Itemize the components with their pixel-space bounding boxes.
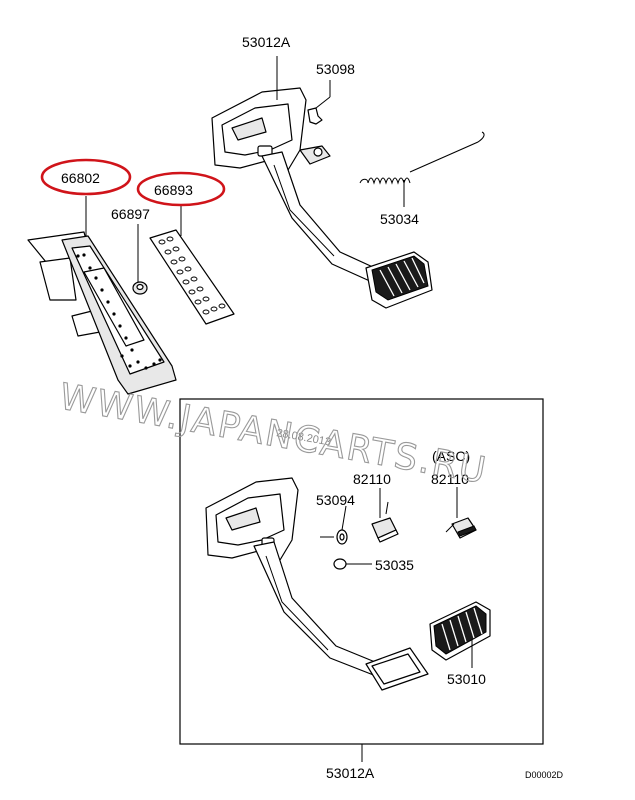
label-bushing: 53094 [316,492,355,508]
watermark: WWW.JAPANCARTS.RU [56,376,490,492]
label-top-bracket: 53012A [242,34,291,50]
bottom-brake-pedal-assembly [205,477,429,691]
top-brake-pedal-assembly [211,87,485,309]
label-asc-switch: 82110 [431,471,469,487]
asc-switch-82110 [445,517,477,539]
label-bottom-bracket: 53012A [326,765,375,781]
label-accel-pad: 66893 [154,182,193,198]
nut-66897 [132,281,148,295]
accelerator-pad [149,229,235,325]
label-accel-pedal: 66802 [61,170,100,186]
highlight-oval-66893 [136,171,226,207]
stopper-53035 [333,558,347,570]
switch-82110 [371,501,399,543]
label-nut: 66897 [111,206,150,222]
label-brake-pad: 53010 [447,671,486,687]
label-switch: 82110 [353,471,391,487]
label-asc-note: (ASC) [432,448,470,464]
label-stopper: 53035 [375,557,414,573]
highlight-oval-66802 [40,158,132,196]
accelerator-pedal [27,231,177,395]
bushing-53094 [336,529,348,545]
label-spring: 53034 [380,211,419,227]
label-bolt: 53098 [316,61,355,77]
drawing-code: D00002D [525,770,564,780]
brake-pad-53010 [429,601,491,661]
